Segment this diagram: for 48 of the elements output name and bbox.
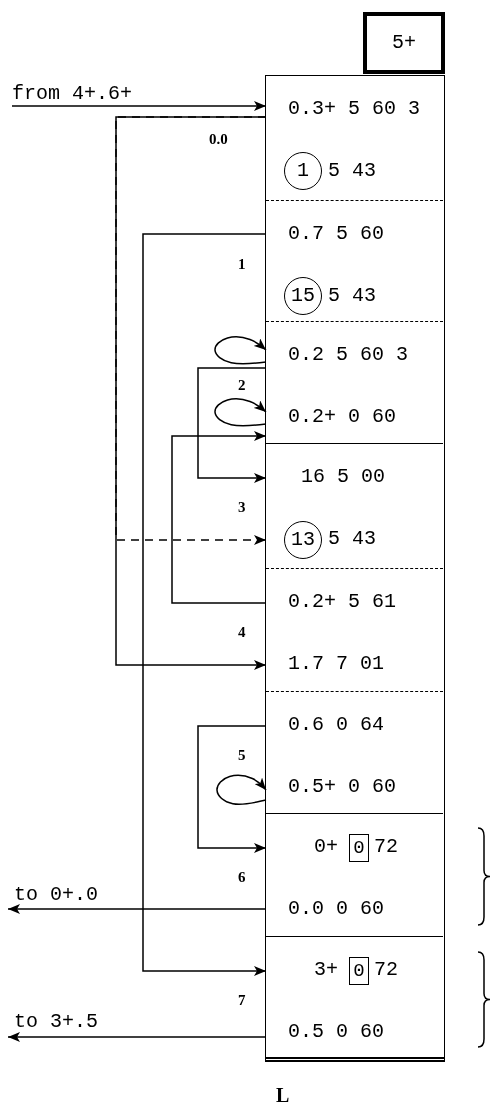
cell-number: 5 xyxy=(238,746,246,764)
arrow xyxy=(216,774,267,805)
cell-number: 1 xyxy=(238,255,246,273)
arrow xyxy=(214,398,267,427)
cell-text: 0.7 5 60 xyxy=(288,222,384,246)
cell-text: 72 xyxy=(374,835,398,859)
arrow xyxy=(11,101,267,111)
cell-text: 0.2+ 0 60 xyxy=(288,405,397,429)
arrow xyxy=(7,1032,267,1042)
cell-text: 0.5+ 0 60 xyxy=(288,775,397,799)
label-box xyxy=(363,12,445,74)
cell-text: 0 xyxy=(352,959,366,984)
cell-text: 5 43 xyxy=(328,159,376,183)
cell-text: 0.2 5 60 3 xyxy=(288,343,409,367)
cell-text: to 0+.0 xyxy=(14,883,98,907)
cell-text: to 3+.5 xyxy=(14,1010,98,1034)
cell-text: 0+ xyxy=(314,835,338,859)
cell-number: 3 xyxy=(238,498,246,516)
cell-text: 0 xyxy=(352,836,366,861)
arrow xyxy=(214,336,267,365)
cell-text: 1.7 7 01 xyxy=(288,652,384,676)
cell-text: 0.5 0 60 xyxy=(288,1020,384,1044)
arrow xyxy=(171,431,267,604)
cell-number: 7 xyxy=(238,991,246,1009)
arrow xyxy=(197,725,267,853)
cell-text: 3+ xyxy=(314,958,338,982)
cell-number: 4 xyxy=(238,623,246,641)
cell-number: 6 xyxy=(238,868,246,886)
column-label: L xyxy=(276,1086,290,1102)
cell-text: 72 xyxy=(374,958,398,982)
cell-text: 5 43 xyxy=(328,284,376,308)
arrow xyxy=(197,367,267,483)
cell-number: 2 xyxy=(238,376,246,394)
cell-text: 15 xyxy=(290,283,316,309)
cell-text: 0.2+ 5 61 xyxy=(288,590,397,614)
cell-text: 16 5 00 xyxy=(301,465,385,489)
arrow xyxy=(115,116,267,670)
cell-text: 5+ xyxy=(391,30,417,56)
cell-text: 1 xyxy=(296,158,310,184)
cell-text: from 4+.6+ xyxy=(12,82,133,106)
cell-number: 0.0 xyxy=(209,130,228,148)
cell-text: 0.3+ 5 60 3 xyxy=(288,97,421,121)
cell-text: 13 xyxy=(290,527,316,553)
arrow xyxy=(7,904,267,914)
cell-text: 5 43 xyxy=(328,527,376,551)
arrow xyxy=(142,233,267,976)
cell-text: 0.0 0 60 xyxy=(288,897,384,921)
cell-text: 0.6 0 64 xyxy=(288,713,384,737)
